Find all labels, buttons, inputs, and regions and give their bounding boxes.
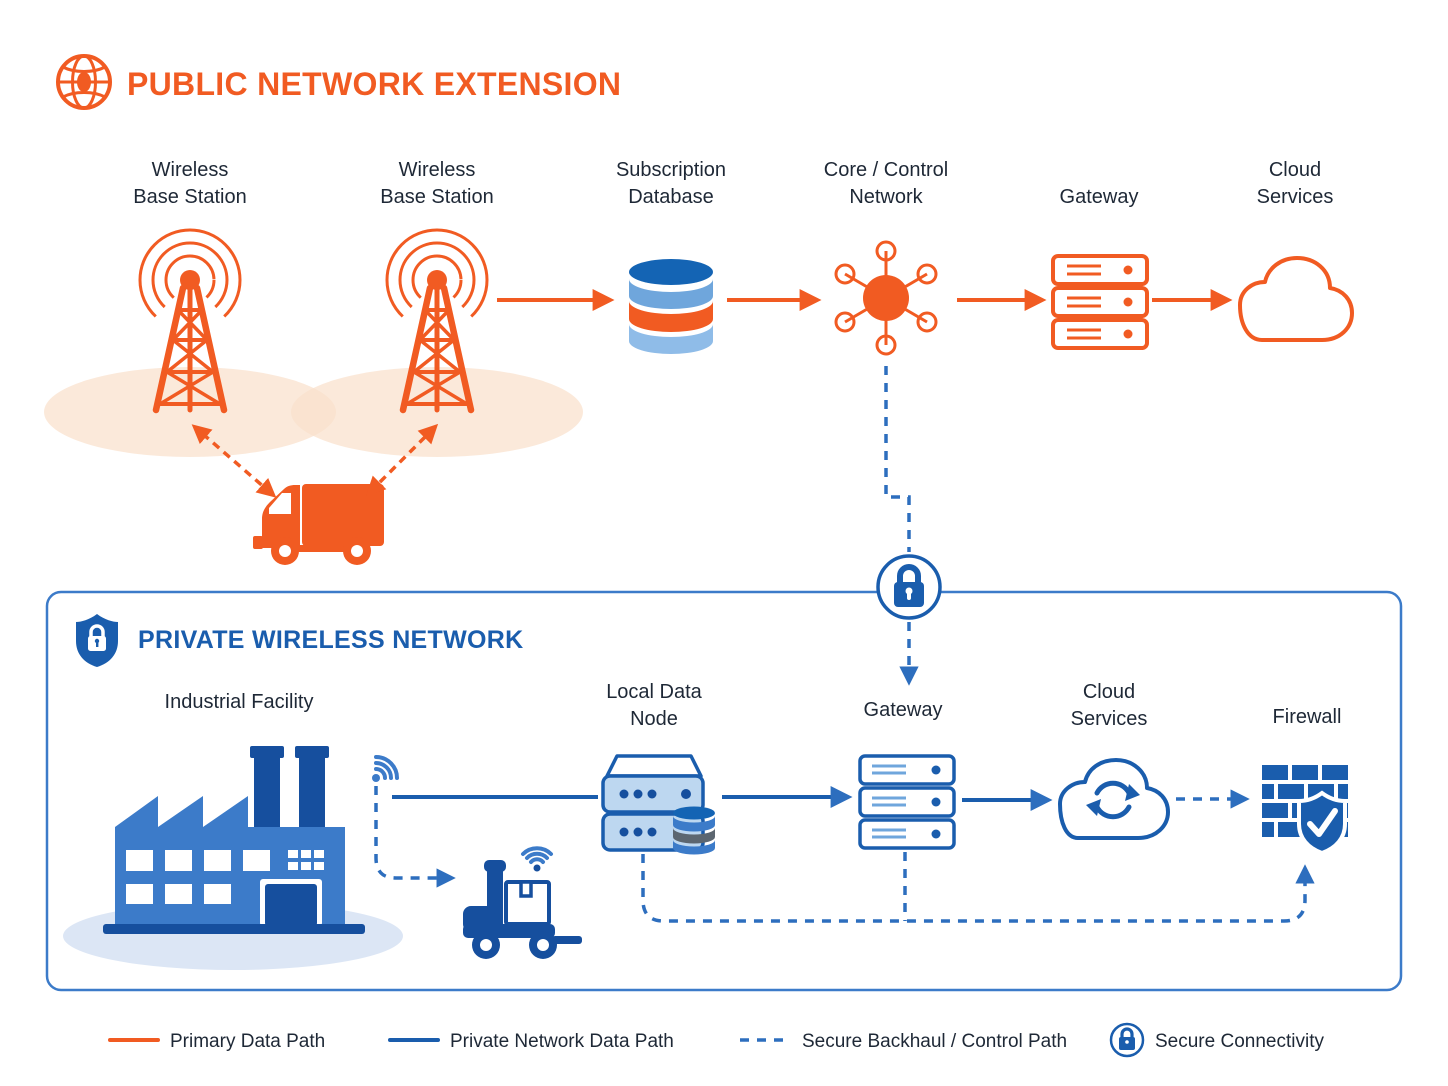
legend: Primary Data Path Private Network Data P… xyxy=(108,1022,1324,1058)
globe-icon xyxy=(56,54,112,110)
dashed-arrow-truck-basestation1 xyxy=(191,424,277,498)
server-stack-icon-public xyxy=(1051,254,1149,350)
dashed-arrow-facility-to-forklift xyxy=(374,786,456,888)
public-section: PUBLIC NETWORK EXTENSION Wireless Base S… xyxy=(44,54,1354,565)
public-cloud-label: Cloud xyxy=(1269,159,1321,181)
forklift-icon xyxy=(463,846,582,959)
firewall-icon xyxy=(1262,765,1348,856)
shield-lock-icon xyxy=(76,614,118,667)
public-section-title: PUBLIC NETWORK EXTENSION xyxy=(127,66,621,102)
database-icon xyxy=(629,259,713,354)
legend-secure-label: Secure Connectivity xyxy=(1155,1031,1324,1052)
subscription-database-label-2: Database xyxy=(628,186,714,208)
wifi-icon-facility xyxy=(372,755,399,782)
truck-icon xyxy=(253,484,384,565)
legend-primary-label: Primary Data Path xyxy=(170,1031,325,1052)
firewall-label: Firewall xyxy=(1273,706,1342,728)
public-gateway-label: Gateway xyxy=(1060,186,1139,208)
base-station-1-label-2: Base Station xyxy=(133,186,246,208)
private-gateway-label: Gateway xyxy=(864,699,943,721)
private-cloud-label-2: Services xyxy=(1071,708,1148,730)
core-network-label-2: Network xyxy=(849,186,923,208)
local-data-node-label: Local Data xyxy=(606,681,702,703)
radio-tower-icon-1 xyxy=(138,228,242,414)
secure-lock-icon xyxy=(876,554,942,620)
private-section: PRIVATE WIRELESS NETWORK Industrial Faci… xyxy=(45,554,1403,992)
private-node-labels: Industrial Facility Local Data Node Gate… xyxy=(165,681,1342,730)
private-section-title: PRIVATE WIRELESS NETWORK xyxy=(138,626,523,654)
dashed-core-to-lock xyxy=(884,366,911,552)
legend-backhaul-label: Secure Backhaul / Control Path xyxy=(802,1031,1067,1052)
radio-tower-icon-2 xyxy=(385,228,489,414)
network-hub-icon xyxy=(834,240,938,356)
local-data-node-label-2: Node xyxy=(630,708,678,730)
server-stack-icon-private xyxy=(858,754,956,850)
dashed-path-localdatanode-to-firewall xyxy=(641,854,1315,923)
private-network-boundary xyxy=(45,590,1403,992)
private-cloud-label: Cloud xyxy=(1083,681,1135,703)
legend-lock-circle-icon xyxy=(1109,1022,1145,1058)
industrial-facility-label: Industrial Facility xyxy=(165,691,314,713)
base-station-2-label-2: Base Station xyxy=(380,186,493,208)
cloud-icon-public xyxy=(1238,256,1354,342)
local-data-node-icon xyxy=(601,754,715,855)
core-network-label: Core / Control xyxy=(824,159,949,181)
dashed-arrow-truck-basestation2 xyxy=(365,423,439,497)
base-station-2-label: Wireless xyxy=(399,159,476,181)
legend-private-label: Private Network Data Path xyxy=(450,1031,674,1052)
factory-icon xyxy=(63,746,403,970)
public-node-labels: Wireless Base Station Wireless Base Stat… xyxy=(133,159,1333,208)
subscription-database-label: Subscription xyxy=(616,159,726,181)
base-station-1-label: Wireless xyxy=(152,159,229,181)
cloud-sync-icon xyxy=(1058,758,1170,840)
public-cloud-label-2: Services xyxy=(1257,186,1334,208)
